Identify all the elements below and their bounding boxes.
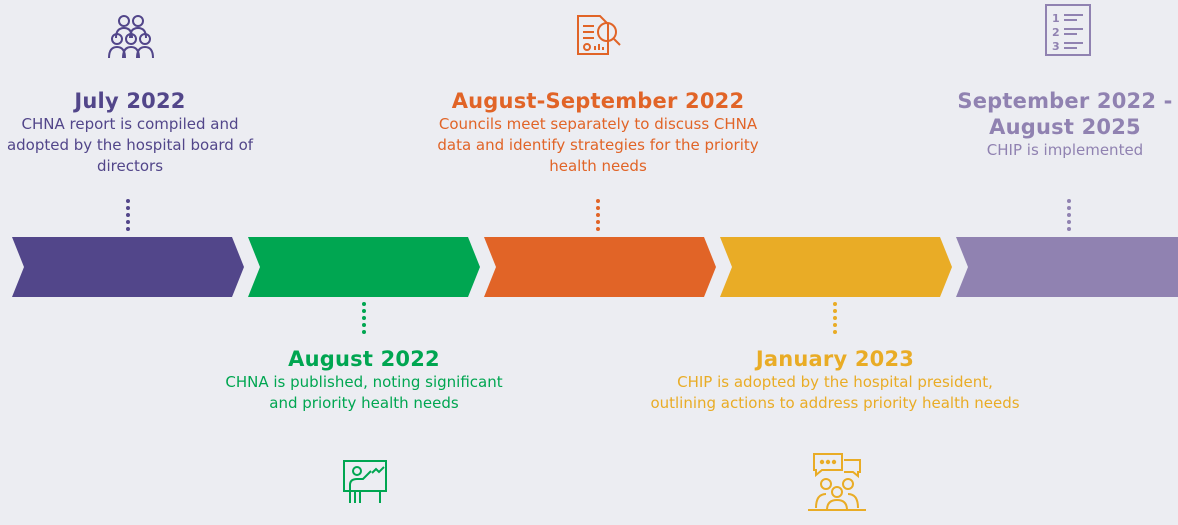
timeline-segment-4 [720, 237, 952, 297]
timeline-band [12, 237, 1178, 297]
milestone-date: January 2023 [755, 347, 915, 371]
connector-dots [596, 199, 600, 234]
milestone-date: August-September 2022 [451, 89, 745, 113]
milestone-date: July 2022 [74, 89, 186, 113]
timeline-segment-3 [484, 237, 716, 297]
milestone-january-2023: January 2023 CHIP is adopted by the hosp… [615, 346, 1055, 414]
report-magnifier-icon [577, 15, 621, 55]
connector-dots [126, 199, 130, 234]
svg-text:1: 1 [1052, 12, 1060, 25]
milestone-august-2022: August 2022 CHNA is published, noting si… [204, 346, 524, 414]
connector-dots [833, 302, 837, 337]
svg-text:3: 3 [1052, 40, 1060, 53]
milestone-august-september-2022: August-September 2022 Councils meet sepa… [418, 88, 778, 177]
milestone-description: CHNA is published, noting significant an… [225, 373, 503, 412]
numbered-list-icon: 1 2 3 [1045, 4, 1091, 56]
svg-text:2: 2 [1052, 26, 1060, 39]
connector-dots [362, 302, 366, 337]
milestone-description: CHIP is implemented [986, 141, 1144, 159]
milestone-date: August 2022 [288, 347, 440, 371]
milestone-date: September 2022 - August 2025 [957, 89, 1173, 139]
presenter-at-board-icon [343, 460, 387, 503]
timeline-segment-1 [12, 237, 244, 297]
milestone-description: CHIP is adopted by the hospital presiden… [650, 373, 1020, 412]
milestone-description: Councils meet separately to discuss CHNA… [437, 115, 759, 175]
timeline-segment-2 [248, 237, 480, 297]
group-of-people-icon [108, 15, 154, 59]
milestone-july-2022: July 2022 CHNA report is compiled and ad… [0, 88, 260, 177]
milestone-september-2022-august-2025: September 2022 - August 2025 CHIP is imp… [952, 88, 1178, 161]
meeting-discussion-icon [808, 453, 866, 511]
milestone-description: CHNA report is compiled and adopted by t… [6, 115, 254, 175]
connector-dots [1067, 199, 1071, 234]
timeline-segment-5 [956, 237, 1178, 297]
